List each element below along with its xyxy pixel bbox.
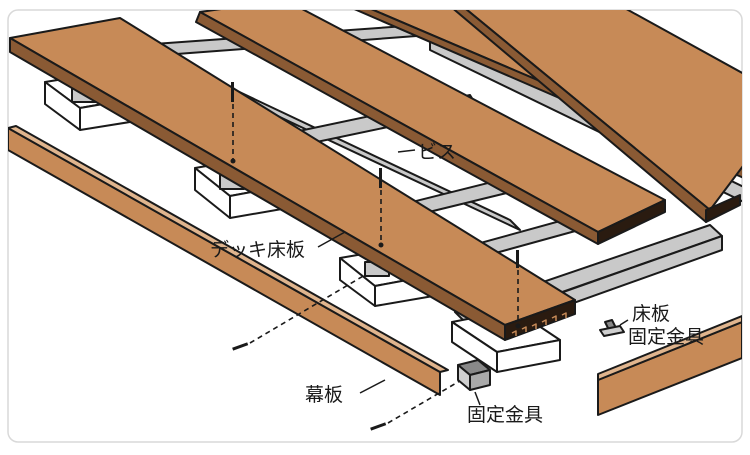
fascia-board-left — [8, 125, 449, 396]
screw-icon — [379, 168, 382, 188]
deck-board-front — [9, 17, 576, 341]
screw-icon — [232, 342, 249, 351]
deck-boards — [9, 10, 742, 341]
deck-board — [195, 10, 666, 245]
screw-icon — [516, 250, 519, 268]
label-screw: ビス — [418, 141, 456, 163]
screws — [231, 82, 519, 431]
bracket-icon — [457, 359, 491, 391]
screw-icon — [370, 422, 387, 431]
deck-board — [449, 10, 742, 223]
label-fascia: 幕板 — [305, 384, 343, 406]
label-floor-fixing-line1: 床板 — [632, 303, 670, 325]
screw-guides — [232, 104, 519, 424]
screw-icon — [231, 82, 234, 102]
label-deck-board: デッキ床板 — [210, 239, 305, 261]
fascia-board-right — [597, 315, 742, 416]
label-fixing-bracket: 固定金具 — [467, 404, 543, 426]
leader-lines — [317, 149, 629, 406]
floor-bracket-icon — [599, 319, 625, 337]
label-floor-fixing-line2: 固定金具 — [628, 326, 704, 348]
